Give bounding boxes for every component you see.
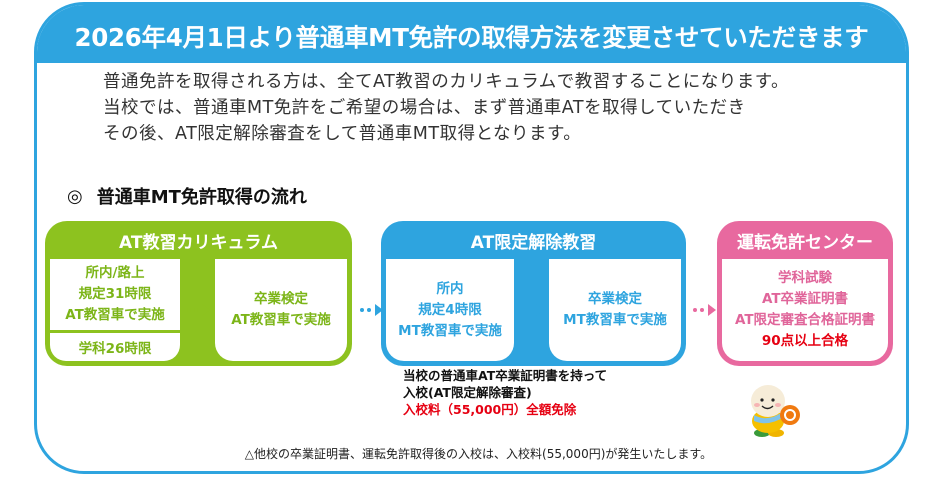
step-line: AT限定審査合格証明書 — [734, 312, 876, 328]
step-line: 所内 — [436, 280, 464, 297]
step-mt-graduation-exam: 卒業検定 MT教習車で実施 — [549, 259, 681, 361]
step-line: MT教習車で実施 — [563, 312, 667, 328]
step-line: MT教習車で実施 — [398, 322, 502, 339]
step-line: 規定31時限 — [78, 286, 152, 302]
step-line: 規定4時限 — [418, 301, 482, 318]
flow-heading-text: 普通車MT免許取得の流れ — [96, 187, 307, 208]
step-at-graduation-exam: 卒業検定 AT教習車で実施 — [215, 259, 347, 361]
intro-line: 普通免許を取得される方は、全てAT教習のカリキュラムで教習することになります。 — [103, 72, 790, 92]
note-line: 当校の普通車AT卒業証明書を持って — [403, 368, 608, 383]
intro-line: その後、AT限定解除審査をして普通車MT取得となります。 — [103, 124, 582, 144]
double-circle-icon: ◎ — [67, 185, 83, 207]
step-line: AT教習車で実施 — [231, 312, 331, 328]
step-at-driving: 所内/路上 規定31時限 AT教習車で実施 — [50, 259, 180, 330]
dotted-arrow-icon — [693, 304, 716, 316]
step-line: 所内/路上 — [85, 265, 145, 281]
step-license-test: 学科試験 AT卒業証明書 AT限定審査合格証明書 90点以上合格 — [722, 259, 888, 361]
intro-line: 当校では、普通車MT免許をご希望の場合は、まず普通車ATを取得していただき — [103, 98, 746, 118]
step-line: 卒業検定 — [588, 291, 642, 307]
fee-exemption-text: 入校料（55,000円）全額免除 — [403, 402, 577, 417]
page-title: 2026年4月1日より普通車MT免許の取得方法を変更させていただきます — [37, 5, 906, 63]
step-at-theory: 学科26時限 — [50, 333, 180, 361]
note-line: 入校(AT限定解除審査) — [403, 385, 532, 400]
group-title: 運転免許センター — [737, 232, 873, 253]
mascot-character-icon — [751, 385, 800, 437]
fee-exemption-note: 当校の普通車AT卒業証明書を持って 入校(AT限定解除審査) 入校料（55,00… — [403, 367, 607, 418]
step-line: 卒業検定 — [254, 291, 308, 307]
group-title: AT教習カリキュラム — [119, 232, 278, 253]
dotted-arrow-icon — [187, 304, 210, 316]
step-line: AT卒業証明書 — [761, 291, 849, 307]
dotted-arrow-icon — [360, 304, 383, 316]
intro-text: 普通免許を取得される方は、全てAT教習のカリキュラムで教習することになります。 … — [103, 69, 863, 147]
pass-criteria: 90点以上合格 — [761, 333, 849, 349]
step-line: AT教習車で実施 — [65, 307, 165, 323]
step-mt-driving: 所内 規定4時限 MT教習車で実施 — [386, 259, 514, 361]
notice-frame: 2026年4月1日より普通車MT免許の取得方法を変更させていただきます 普通免許… — [34, 2, 909, 474]
group-title: AT限定解除教習 — [470, 232, 597, 253]
step-line: 学科試験 — [778, 270, 832, 286]
dotted-arrow-icon — [521, 304, 544, 316]
footnote: △他校の卒業証明書、運転免許取得後の入校は、入校料(55,000円)が発生いたし… — [244, 447, 713, 461]
flow-heading: ◎ 普通車MT免許取得の流れ — [67, 183, 307, 209]
